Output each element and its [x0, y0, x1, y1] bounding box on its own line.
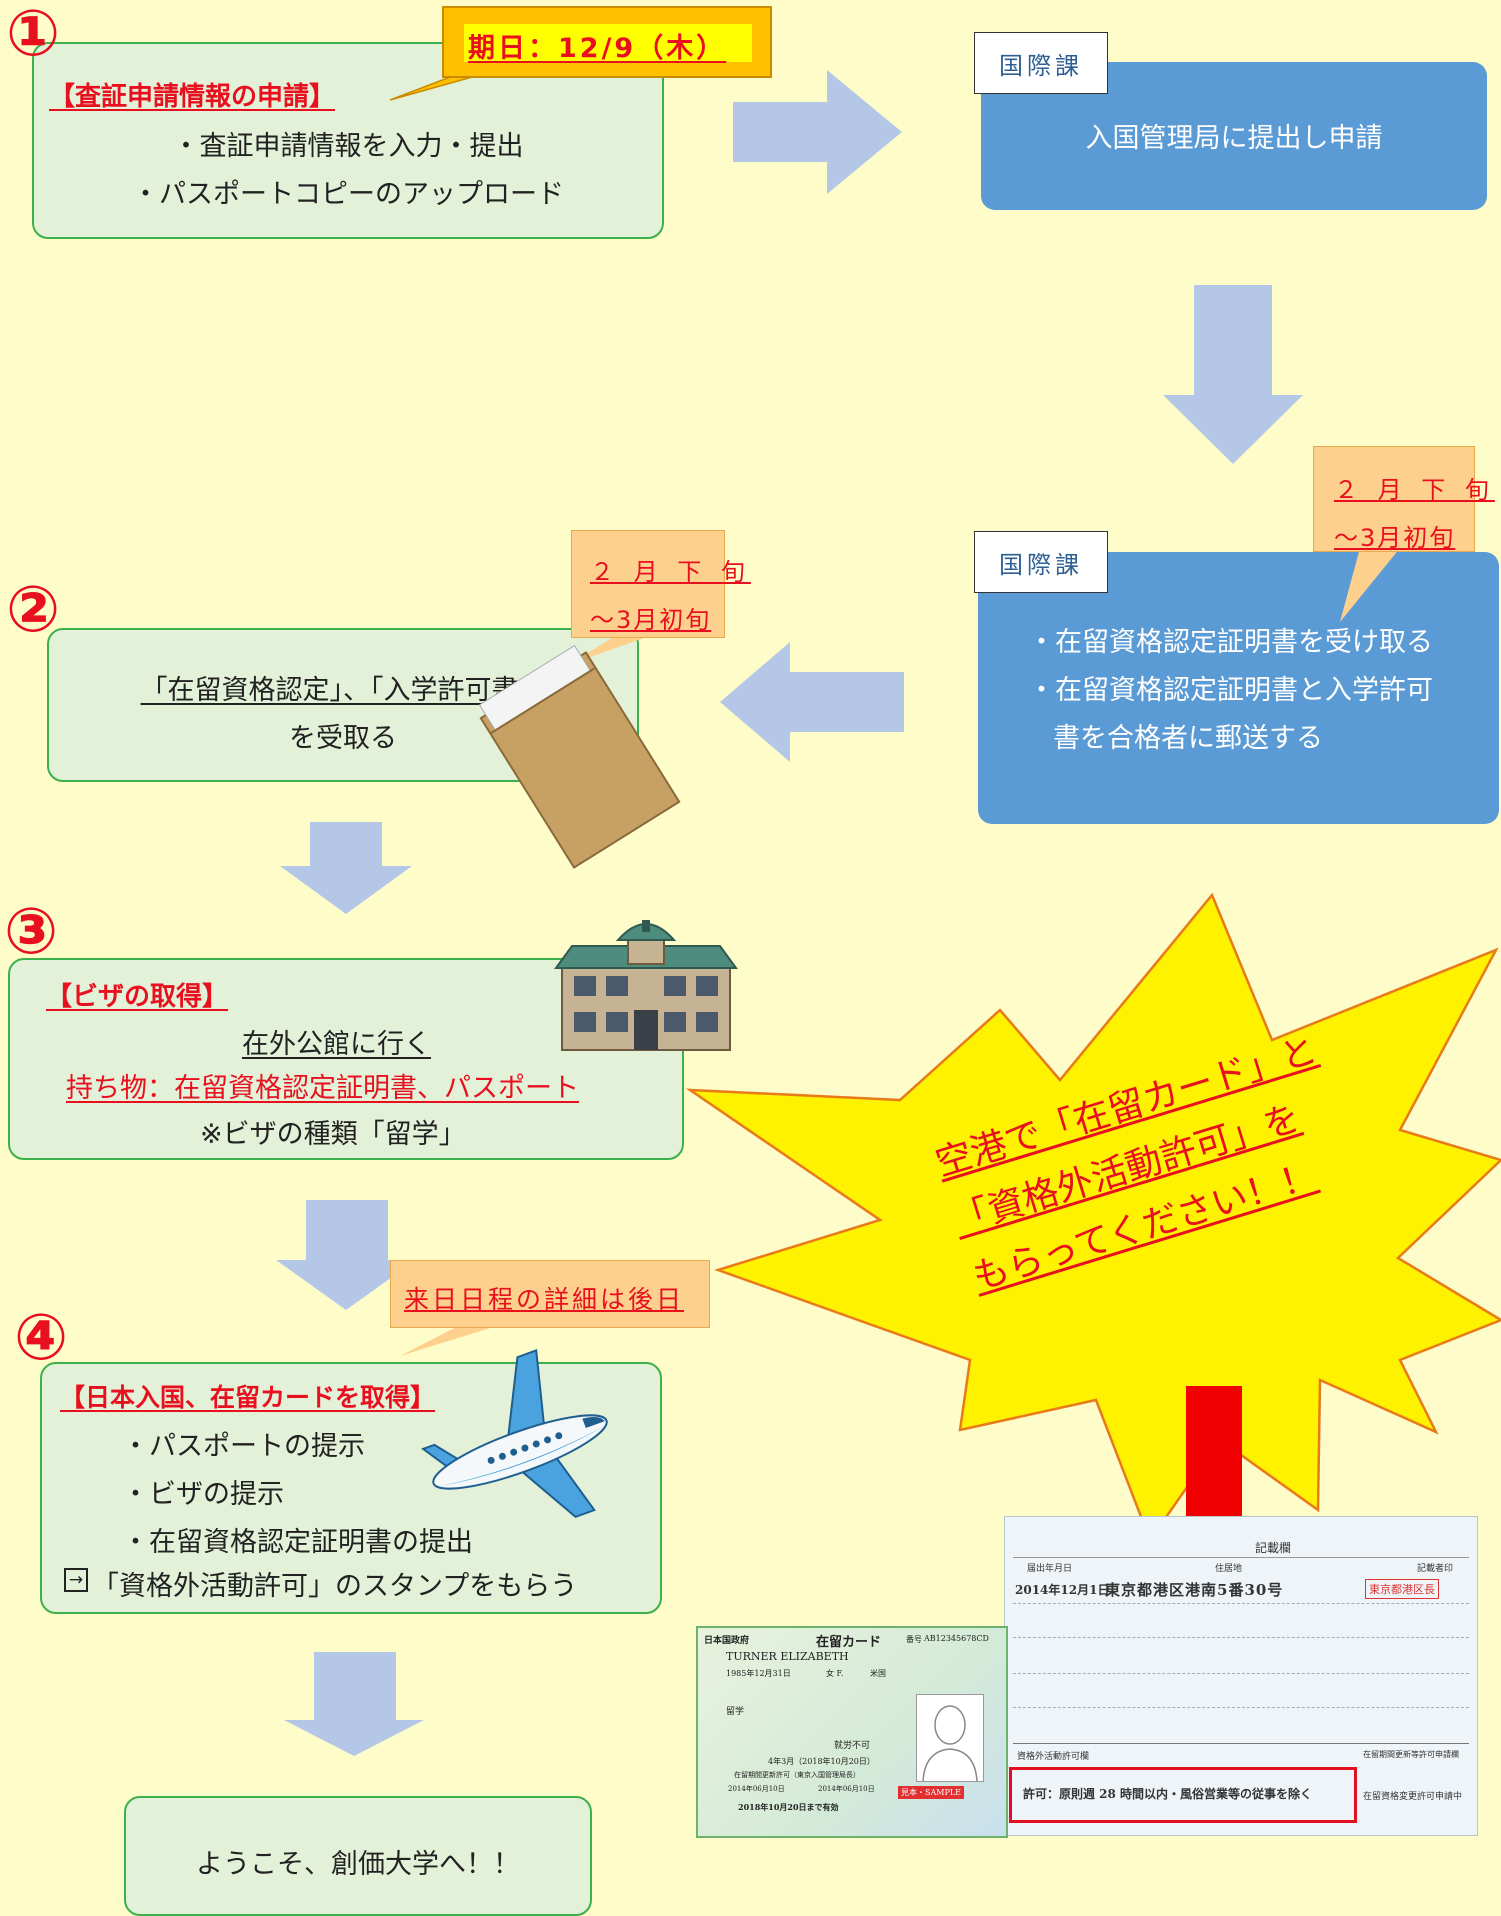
arrow-down-2: [280, 822, 412, 914]
step4-stamp-text: 「資格外活動許可」のスタンプをもらう: [92, 1571, 578, 1602]
step3-line-1: 在外公館に行く: [242, 1029, 431, 1060]
schedule-callout-pointer: [400, 1325, 500, 1356]
deadline-text-bg: [464, 24, 752, 62]
arrow-down-4: [284, 1652, 424, 1756]
step3-box: 【ビザの取得】 在外公館に行く 持ち物：在留資格認定証明書、パスポート ※ビザの…: [8, 958, 684, 1160]
back-card-grid-1: [1013, 1603, 1469, 1604]
deadline-text: 期日：12/9（木）: [468, 33, 727, 64]
office2-line-2: ・在留資格認定証明書と入学許可: [1028, 675, 1433, 706]
back-card-grid-3: [1013, 1673, 1469, 1674]
back-card-address: 東京都港区港南5番30号: [1105, 1581, 1284, 1599]
back-card-date: 2014年12月1日: [1015, 1583, 1110, 1597]
deadline-callout: 期日：12/9（木）: [442, 6, 772, 78]
step2-callout: [571, 530, 725, 638]
final-box: ようこそ、創価大学へ！！: [124, 1796, 592, 1916]
step4-title: 【日本入国、在留カードを取得】: [60, 1383, 436, 1412]
card-work: 就労不可: [834, 1741, 871, 1751]
final-text: ようこそ、創価大学へ！！: [196, 1849, 520, 1880]
card-nationality: 米国: [870, 1669, 886, 1678]
office2-box: ・在留資格認定証明書を受け取る ・在留資格認定証明書と入学許可 書を合格者に郵送…: [978, 552, 1499, 824]
envelope-icon: [478, 644, 681, 869]
back-card-renew-label: 在留期間更新等許可申請欄: [1363, 1750, 1459, 1759]
step3-number: ③: [4, 895, 59, 969]
back-card-permit: 許可：原則週 28 時間以内・風俗営業等の従事を除く: [1023, 1787, 1313, 1801]
step1-number: ①: [6, 0, 61, 71]
office2-callout-line-1: ２ 月 下 旬: [1334, 476, 1495, 504]
back-card-permit-label: 資格外活動許可欄: [1017, 1752, 1090, 1762]
step4-line-1: ・パスポートの提示: [122, 1431, 365, 1462]
step2-number: ②: [6, 573, 61, 647]
arrow-box-icon: →: [64, 1568, 88, 1592]
card-sample: 見本・SAMPLE: [898, 1786, 964, 1799]
card-issued: 2014年06月10日: [728, 1785, 785, 1793]
residence-card-front: 日本国政府 在留カード 番号 AB12345678CD TURNER ELIZA…: [696, 1626, 1008, 1838]
card-expiry: 2018年10月20日まで有効: [738, 1802, 839, 1812]
step4-line-3: ・在留資格認定証明書の提出: [122, 1527, 473, 1558]
back-card-grid-2: [1013, 1637, 1469, 1638]
back-card-grid-5: [1013, 1743, 1469, 1744]
card-name: TURNER ELIZABETH: [726, 1650, 849, 1663]
step3-line-3: ※ビザの種類「留学」: [200, 1119, 466, 1150]
step1-line-1: ・査証申請情報を入力・提出: [172, 131, 524, 162]
embassy-building-icon: [554, 920, 738, 1051]
card-photo: [916, 1694, 984, 1782]
step2-line-2: を受取る: [289, 723, 397, 754]
step4-number: ④: [14, 1301, 69, 1375]
office2-tag: 国際課: [974, 531, 1108, 593]
card-number: AB12345678CD: [924, 1634, 989, 1643]
arrow-down-1: [1163, 285, 1303, 464]
card-sex: 女 F.: [826, 1669, 844, 1678]
red-down-arrow: [1160, 1386, 1268, 1742]
back-card-grid-4: [1013, 1707, 1469, 1708]
card-status: 留学: [726, 1707, 745, 1717]
step4-line-2: ・ビザの提示: [122, 1479, 284, 1510]
arrow-right-1: [733, 70, 902, 194]
step2-callout-pointer: [570, 636, 650, 664]
arrow-down-3: [276, 1200, 416, 1310]
arrow-left-1: [720, 642, 904, 762]
back-card-header: 記載欄: [1255, 1541, 1292, 1555]
back-card-grid-top: [1013, 1557, 1469, 1558]
airplane-icon: [421, 1348, 608, 1519]
card-gov: 日本国政府: [704, 1636, 750, 1646]
step3-title: 【ビザの取得】: [46, 982, 229, 1012]
office2-callout-pointer: [1340, 548, 1400, 622]
office2-line-1: ・在留資格認定証明書を受け取る: [1028, 627, 1433, 658]
office1-text: 入国管理局に提出し申請: [1085, 123, 1383, 154]
back-card-permit-box: [1009, 1767, 1357, 1823]
step2-callout-line-2: ～3月初旬: [590, 606, 712, 634]
card-period: 4年3月（2018年10月20日）: [768, 1757, 875, 1766]
card-permission: 在留期間更新許可（東京入国管理局長）: [734, 1771, 860, 1779]
person-icon: [922, 1705, 978, 1782]
schedule-note: 来日日程の詳細は後日: [404, 1285, 685, 1314]
step1-title: 【査証申請情報の申請】: [49, 82, 336, 112]
card-dob: 1985年12月31日: [726, 1669, 791, 1678]
card-effective: 2014年06月10日: [818, 1785, 875, 1793]
office1-tag: 国際課: [974, 32, 1108, 94]
back-card-auth-label: 記載者印: [1417, 1564, 1454, 1574]
step3-line-2: 持ち物：在留資格認定証明書、パスポート: [66, 1073, 579, 1104]
step4-box: 【日本入国、在留カードを取得】 ・パスポートの提示 ・ビザの提示 ・在留資格認定…: [40, 1362, 662, 1614]
schedule-callout: [390, 1260, 710, 1328]
back-card-authority: 東京都港区長: [1365, 1579, 1439, 1599]
office2-callout-line-2: ～3月初旬: [1334, 524, 1456, 552]
back-card-address-label: 住居地: [1215, 1564, 1243, 1574]
office2-callout: [1313, 446, 1475, 552]
office2-line-3: 書を合格者に郵送する: [1053, 723, 1323, 754]
residence-card-back: 記載欄 届出年月日 住居地 記載者印 2014年12月1日 東京都港区港南5番3…: [1004, 1516, 1478, 1836]
step2-callout-line-1: ２ 月 下 旬: [590, 558, 751, 586]
step1-line-2: ・パスポートコピーのアップロード: [132, 179, 564, 210]
back-card-renew: 在留資格変更許可申請中: [1363, 1792, 1463, 1802]
back-card-date-label: 届出年月日: [1027, 1564, 1073, 1574]
card-number-label: 番号: [906, 1635, 922, 1644]
card-title: 在留カード: [816, 1635, 882, 1650]
step2-line-1: 「在留資格認定」、「入学許可書」: [140, 675, 546, 706]
